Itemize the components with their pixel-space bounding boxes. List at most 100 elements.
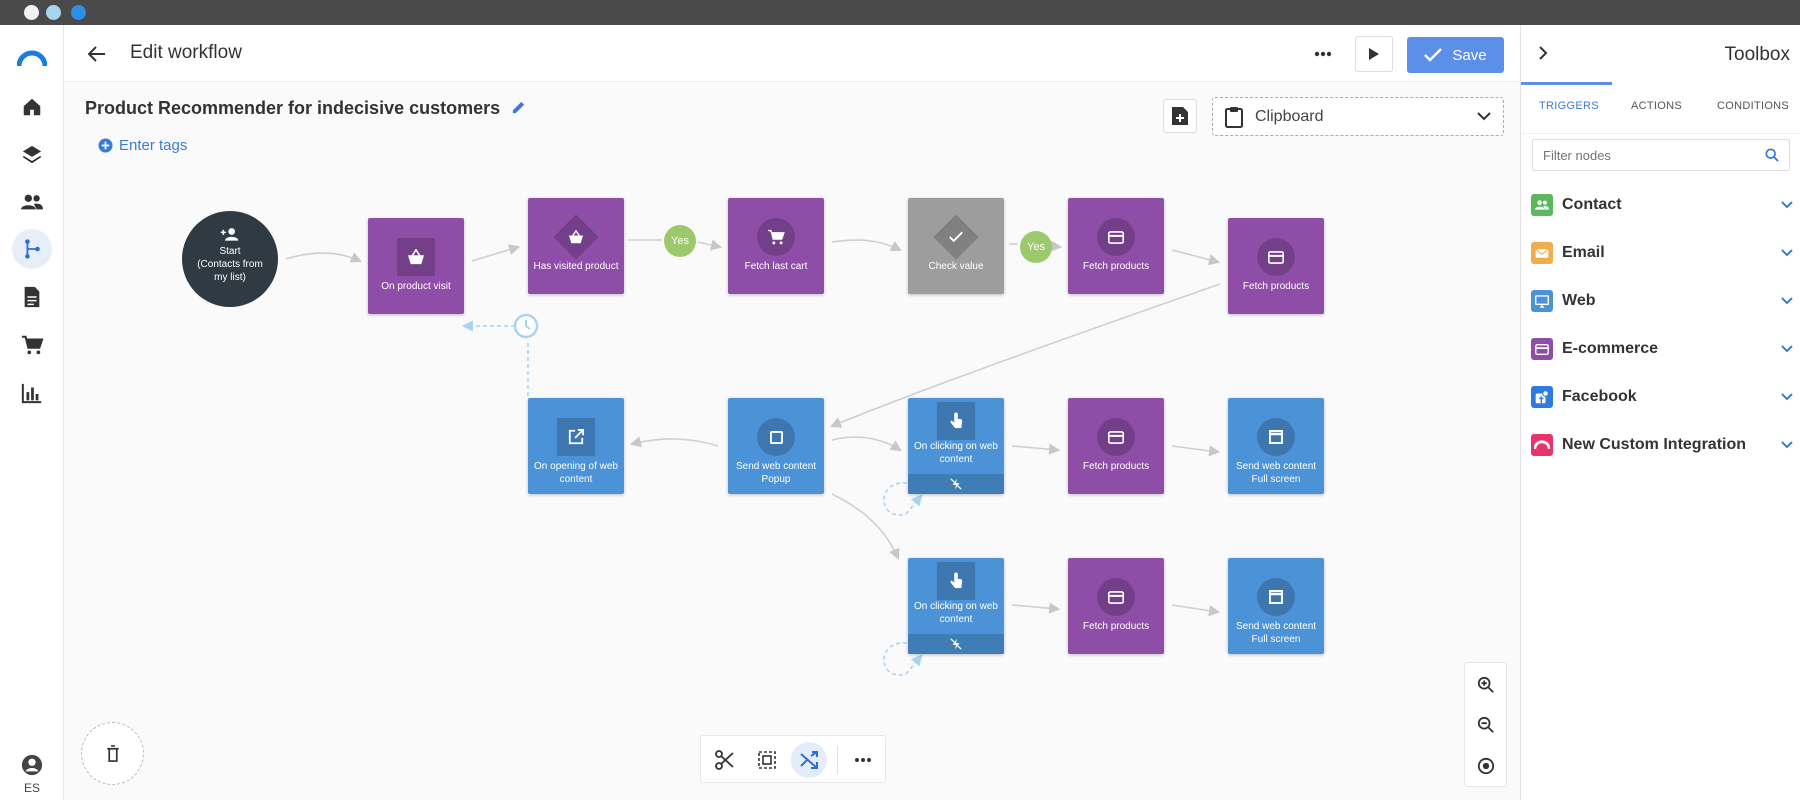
link-popup-click1 [831, 436, 902, 452]
filter-nodes-field [1532, 139, 1790, 171]
more-options-button[interactable] [1308, 39, 1338, 69]
node-fetch-products[interactable]: Fetch products [1228, 218, 1324, 314]
category-facebook[interactable]: Facebook [1531, 379, 1793, 415]
shuffle-icon [800, 751, 818, 769]
credit-card-icon [1108, 590, 1124, 604]
nav-ecommerce[interactable] [12, 325, 52, 365]
chevron-right-icon [1539, 46, 1548, 60]
node-on-clicking-web-content[interactable]: On clicking on web content [908, 558, 1004, 654]
bar-chart-icon [21, 383, 42, 404]
left-nav-rail: ES [0, 25, 64, 800]
node-fetch-products[interactable]: Fetch products [1068, 398, 1164, 494]
popup-square-icon [769, 430, 783, 444]
window-titlebar [0, 0, 1800, 25]
delete-drop-zone[interactable] [81, 722, 144, 785]
chevron-down-icon [1781, 393, 1793, 401]
touch-icon [950, 572, 963, 589]
trigger-settings-bar[interactable] [908, 634, 1004, 654]
zoom-in-icon [1477, 676, 1494, 693]
enter-tags-link[interactable]: Enter tags [98, 137, 187, 154]
nav-statistics[interactable] [12, 373, 52, 413]
category-label: Facebook [1562, 388, 1637, 405]
category-email[interactable]: Email [1531, 235, 1793, 271]
window-minimize-dot[interactable] [46, 5, 61, 20]
edit-pencil-icon[interactable] [511, 100, 526, 115]
window-maximize-dot[interactable] [71, 5, 86, 20]
link-popup-click2 [831, 493, 900, 561]
nav-home[interactable] [12, 87, 52, 127]
group-add-icon [220, 228, 239, 241]
tab-conditions[interactable]: CONDITIONS [1717, 100, 1790, 112]
node-label: Send web content Full screen [1235, 621, 1317, 645]
trigger-settings-bar[interactable] [908, 474, 1004, 494]
category-contact[interactable]: Contact [1531, 187, 1793, 223]
start-node[interactable]: Start (Contacts from my list) [182, 211, 278, 307]
user-avatar-icon [21, 754, 43, 776]
language-label[interactable]: ES [23, 781, 40, 795]
node-fetch-last-cart[interactable]: Fetch last cart [728, 198, 824, 294]
arrow-left-icon [88, 46, 105, 62]
save-button[interactable]: Save [1407, 37, 1504, 73]
toolbox-panel: Toolbox TRIGGERS ACTIONS CONDITIONS Cont… [1520, 25, 1800, 800]
category-new-custom-integration[interactable]: New Custom Integration [1531, 427, 1793, 463]
window-close-dot[interactable] [24, 5, 39, 20]
tab-triggers[interactable]: TRIGGERS [1539, 100, 1599, 112]
back-button[interactable] [82, 39, 112, 69]
auto-layout-tool[interactable] [791, 742, 827, 778]
zoom-in-button[interactable] [1469, 668, 1503, 702]
nav-profile[interactable] [12, 752, 52, 778]
cut-tool[interactable] [707, 742, 743, 778]
nav-documents[interactable] [12, 277, 52, 317]
note-add-icon [1172, 107, 1188, 125]
chevron-down-icon [1477, 112, 1491, 121]
node-on-opening-web-content[interactable]: On opening of web content [528, 398, 624, 494]
facebook-category-icon [1531, 386, 1553, 408]
yes-badge: Yes [1020, 231, 1052, 263]
center-view-button[interactable] [1469, 749, 1503, 783]
run-button[interactable] [1355, 36, 1393, 72]
nav-layers[interactable] [12, 135, 52, 175]
web-category-icon [1531, 290, 1553, 312]
timer-node[interactable] [513, 313, 539, 339]
open-external-icon [568, 429, 584, 445]
category-web[interactable]: Web [1531, 283, 1793, 319]
nav-workflows[interactable] [12, 229, 52, 269]
node-send-web-content-fullscreen[interactable]: Send web content Full screen [1228, 558, 1324, 654]
node-send-web-content-popup[interactable]: Send web content Popup [728, 398, 824, 494]
clipboard-select[interactable]: Clipboard [1212, 97, 1504, 136]
node-fetch-products[interactable]: Fetch products [1068, 198, 1164, 294]
tab-actions[interactable]: ACTIONS [1631, 100, 1682, 112]
page-title: Edit workflow [130, 42, 242, 63]
node-label: Send web content Full screen [1235, 461, 1317, 485]
node-on-product-visit[interactable]: On product visit [368, 218, 464, 314]
credit-card-icon [1108, 430, 1124, 444]
zoom-out-icon [1477, 716, 1494, 733]
zoom-out-button[interactable] [1469, 708, 1503, 742]
cart-icon [21, 335, 44, 355]
chevron-down-icon [1781, 345, 1793, 353]
toolbar-more-button[interactable] [845, 742, 881, 778]
link-fetch3-full1 [1171, 445, 1221, 457]
node-has-visited-product[interactable]: Has visited product [528, 198, 624, 294]
add-circle-icon [98, 138, 113, 153]
nav-contacts[interactable] [12, 182, 52, 222]
search-icon [1765, 148, 1779, 162]
save-button-label: Save [1452, 46, 1487, 64]
node-on-clicking-web-content[interactable]: On clicking on web content [908, 398, 1004, 494]
add-note-button[interactable] [1163, 99, 1197, 133]
active-tab-indicator [1521, 82, 1612, 85]
collapse-toolbox-button[interactable] [1531, 41, 1555, 65]
filter-nodes-input[interactable] [1543, 147, 1765, 163]
category-ecommerce[interactable]: E-commerce [1531, 331, 1793, 367]
node-send-web-content-fullscreen[interactable]: Send web content Full screen [1228, 398, 1324, 494]
more-horizontal-icon [855, 758, 871, 762]
node-fetch-products[interactable]: Fetch products [1068, 558, 1164, 654]
home-icon [23, 98, 41, 116]
category-label: New Custom Integration [1562, 436, 1747, 453]
node-label: On opening of web content [534, 461, 618, 485]
node-label: Fetch products [1082, 261, 1150, 272]
zoom-controls [1464, 662, 1507, 787]
app-logo[interactable] [12, 37, 52, 77]
node-check-value[interactable]: Check value [908, 198, 1004, 294]
select-tool[interactable] [749, 742, 785, 778]
